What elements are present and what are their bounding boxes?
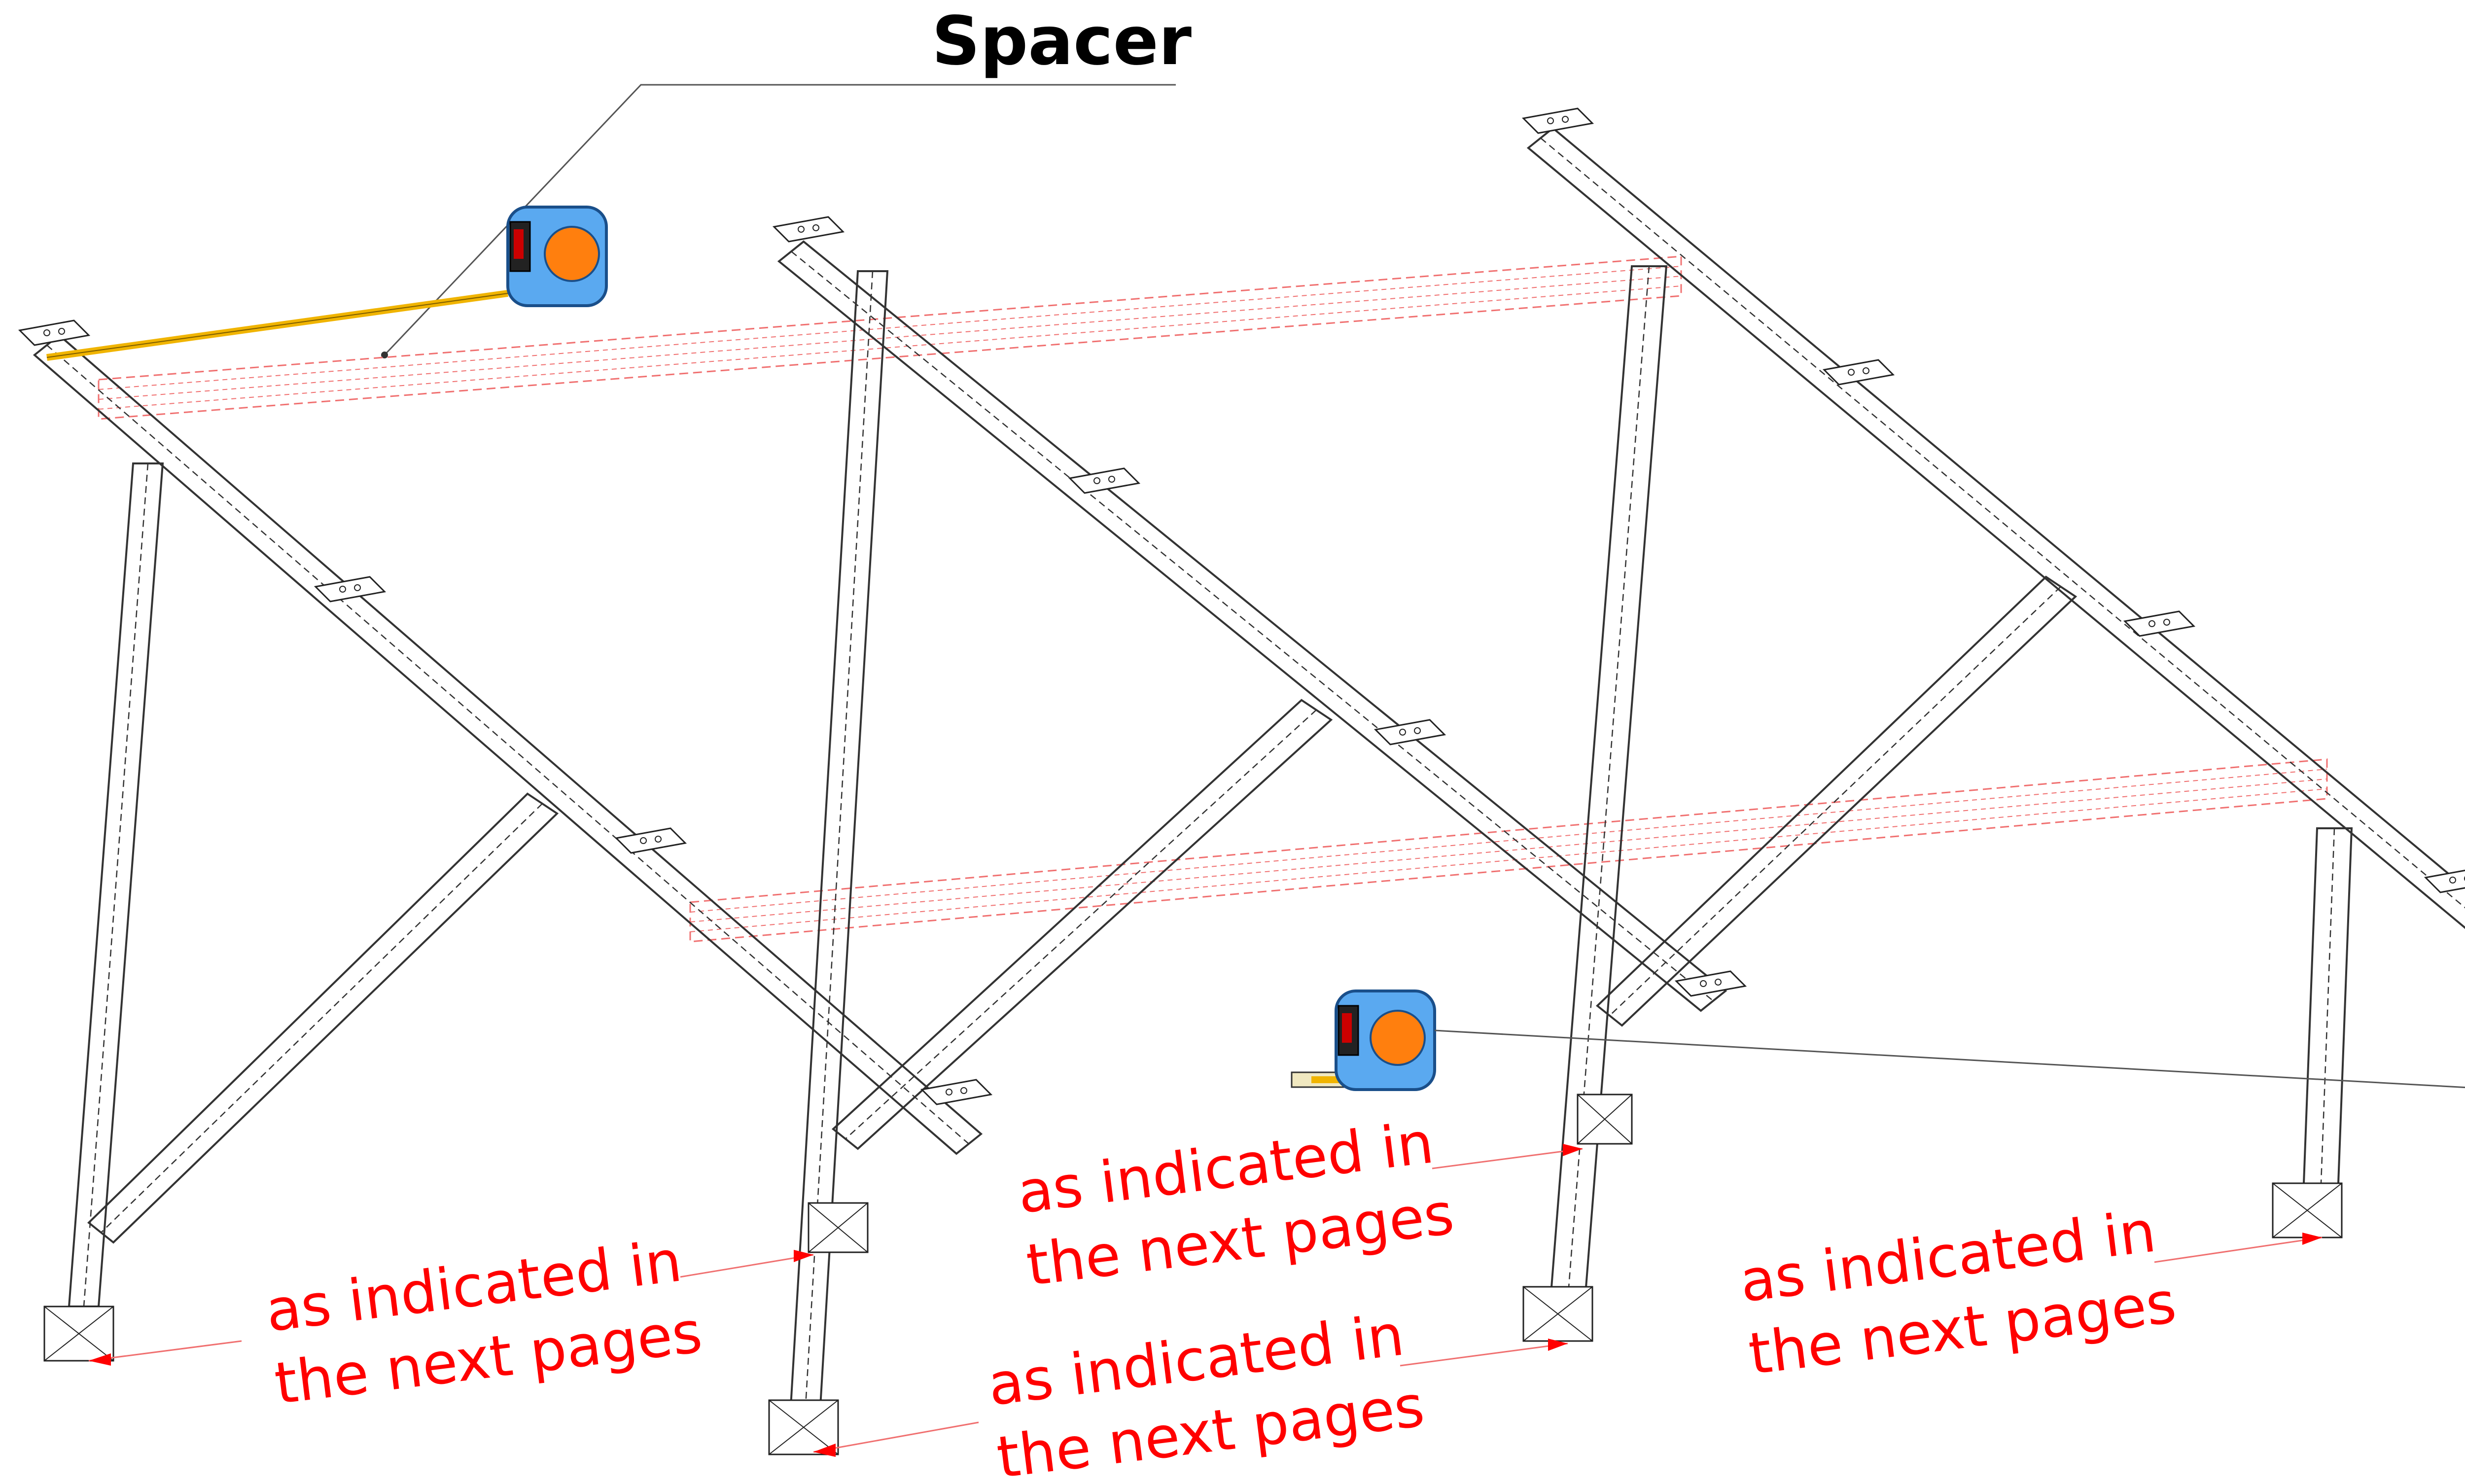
anchor-3 (808, 1202, 869, 1253)
tape-measure-icon (1291, 989, 2465, 1091)
anchor-1 (43, 1306, 114, 1362)
ground-anchors (43, 1094, 2343, 1455)
clamp-plate (920, 1079, 993, 1105)
clamp-plate (314, 576, 387, 602)
clamp-plate (18, 319, 91, 346)
anchor-6 (2272, 1182, 2343, 1238)
tape-leader-line (1434, 1029, 2465, 1089)
spacer-leader-line (384, 84, 1176, 356)
annotation-note-3: as indicated in the next pages (985, 1302, 1428, 1484)
anchor-2 (768, 1399, 839, 1455)
title-spacer: Spacer (932, 2, 1192, 80)
frame-2-brace (831, 699, 1333, 1150)
frame-3-brace (1595, 575, 2078, 1027)
clamp-plate (1068, 467, 1141, 494)
clamp-plate (2424, 869, 2465, 893)
frame-3-rafter (1526, 127, 2465, 929)
frame-1-brace (87, 792, 559, 1244)
frame-3 (1526, 127, 2465, 1224)
leader-dot (381, 352, 388, 358)
spacer-beam-lower (689, 758, 2328, 943)
clamp-plate (2123, 610, 2196, 637)
tape-measure-icon (46, 206, 608, 361)
clamp-plate (1521, 107, 1594, 134)
clamp-plate (614, 827, 687, 854)
anchor-4 (1522, 1286, 1593, 1342)
clamp-plate (1822, 359, 1895, 386)
annotation-note-2: as indicated in the next pages (1014, 1109, 1457, 1299)
clamp-plate (772, 216, 845, 243)
annotation-leaders (88, 1144, 2323, 1457)
annotation-note-1: as indicated in the next pages (262, 1228, 705, 1417)
frame-2-rafter (777, 240, 1727, 1012)
clamp-plate (1373, 719, 1446, 745)
frame-1-rear-post (787, 270, 889, 1441)
spacer-beam-top (98, 255, 1682, 420)
annotation-note-4: as indicated in the next pages (1736, 1198, 2180, 1387)
anchor-5 (1577, 1094, 1633, 1145)
clamp-plate (1674, 970, 1747, 997)
clamp-plates (18, 107, 2465, 1105)
